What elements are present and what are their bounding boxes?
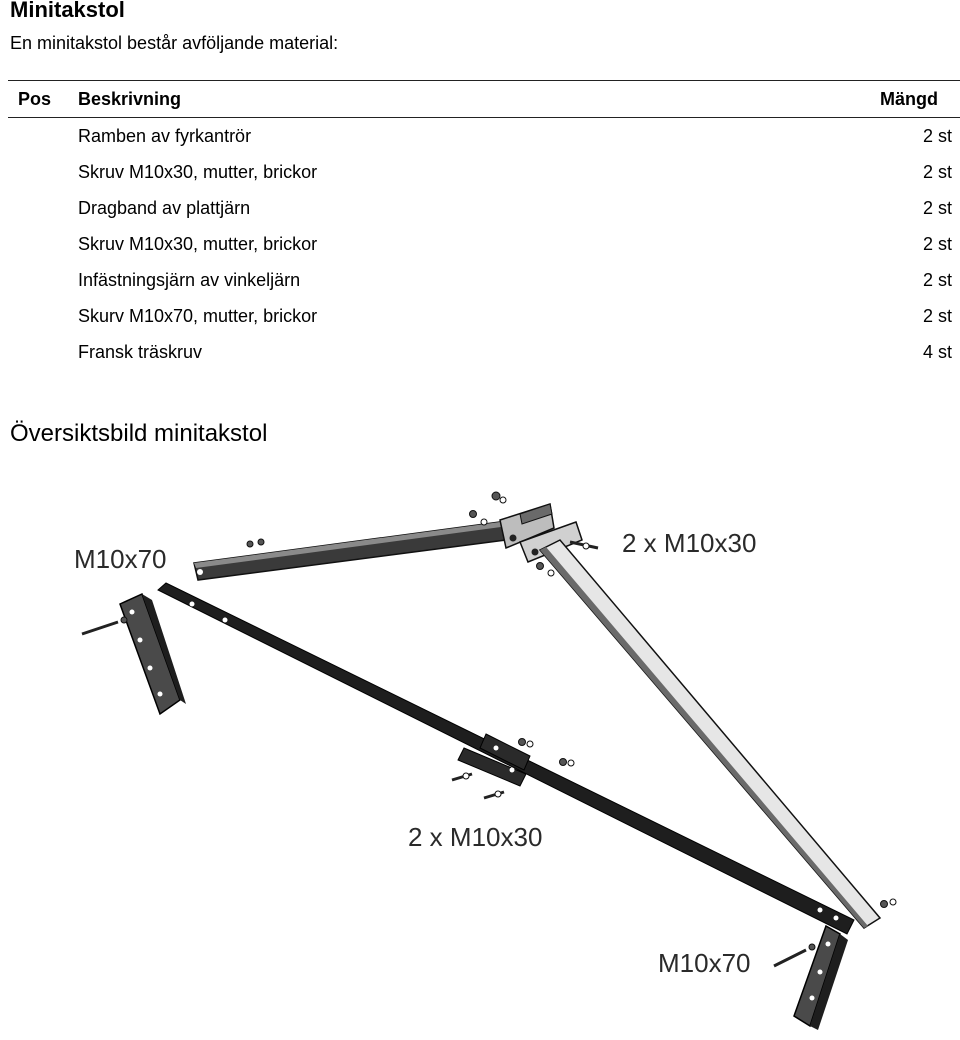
row-description: Dragband av plattjärn: [78, 198, 251, 218]
table-row: Infästningsjärn av vinkeljärn 2 st: [0, 270, 960, 306]
column-header-quantity: Mängd: [880, 89, 938, 109]
row-quantity: 2 st: [922, 306, 952, 326]
left-angle-bracket: [81, 592, 186, 716]
row-description: Ramben av fyrkantrör: [78, 126, 252, 146]
overview-title: Översiktsbild minitakstol: [10, 420, 268, 447]
page-title: Minitakstol: [10, 0, 125, 22]
column-header-description: Beskrivning: [78, 89, 182, 109]
callout-middle-bolts: 2 x M10x30: [408, 822, 542, 852]
table-row: Skruv M10x30, mutter, brickor 2 st: [0, 162, 960, 198]
row-quantity: 2 st: [922, 270, 952, 290]
truss-assembly-diagram: M10x70 2 x M10x30 2 x M10x30 M10x70: [74, 491, 897, 1030]
callout-left-bolt: M10x70: [74, 544, 167, 574]
table-row: Ramben av fyrkantrör 2 st: [0, 126, 960, 162]
table-row: Skurv M10x70, mutter, brickor 2 st: [0, 306, 960, 342]
top-joint-plates: [499, 503, 583, 563]
row-description: Skurv M10x70, mutter, brickor: [78, 306, 318, 326]
column-header-pos: Pos: [18, 89, 52, 109]
row-description: Skruv M10x30, mutter, brickor: [78, 162, 318, 182]
callout-right-bolt: M10x70: [658, 948, 751, 978]
row-quantity: 4 st: [922, 342, 952, 362]
row-description: Fransk träskruv: [78, 342, 203, 362]
right-angle-bracket: [773, 898, 897, 1030]
table-row: Skruv M10x30, mutter, brickor 2 st: [0, 234, 960, 270]
row-quantity: 2 st: [922, 198, 952, 218]
row-description: Infästningsjärn av vinkeljärn: [78, 270, 301, 290]
splice-plate: [457, 733, 531, 787]
table-row: Fransk träskruv 4 st: [0, 342, 960, 378]
left-rafter: [193, 521, 507, 581]
row-description: Skruv M10x30, mutter, brickor: [78, 234, 318, 254]
row-quantity: 2 st: [922, 234, 952, 254]
right-rafter: [538, 539, 882, 929]
row-quantity: 2 st: [922, 162, 952, 182]
intro-text: En minitakstol består avföljande materia…: [10, 33, 339, 53]
row-quantity: 2 st: [922, 126, 952, 146]
middle-bolt-set: [451, 738, 575, 800]
table-header-rule: [8, 117, 960, 118]
callout-top-bolts: 2 x M10x30: [622, 528, 756, 558]
table-row: Dragband av plattjärn 2 st: [0, 198, 960, 234]
top-bolt-set: [246, 491, 599, 577]
table-top-rule: [8, 80, 960, 81]
